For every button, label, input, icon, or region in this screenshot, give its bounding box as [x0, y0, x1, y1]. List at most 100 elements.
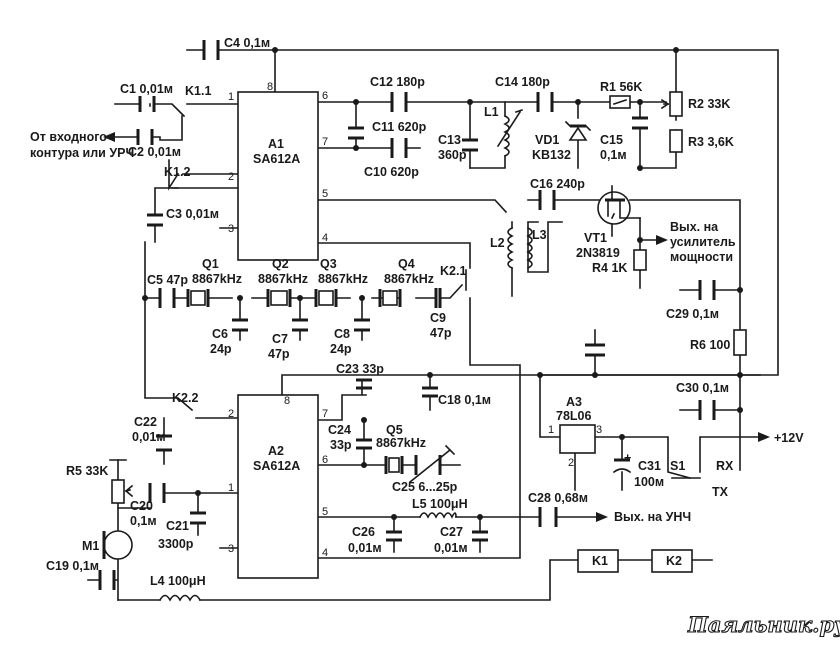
- label-k1: K1: [592, 554, 608, 568]
- label-c31-ref: C31: [638, 459, 661, 473]
- label-c15-ref: C15: [600, 133, 623, 147]
- relay-coils: [577, 549, 693, 573]
- label-c26-val: 0,01м: [348, 541, 382, 555]
- label-q4-ref: Q4: [398, 257, 415, 271]
- capacitor-plates: [98, 40, 716, 590]
- label-c28: C28 0,68м: [528, 491, 588, 505]
- label-q3-val: 8867kHz: [318, 272, 368, 286]
- inductors: [158, 108, 533, 602]
- ic-a2-body: [237, 394, 319, 579]
- label-r4: R4 1K: [592, 261, 627, 275]
- label-c7-val: 47p: [268, 347, 290, 361]
- label-c3: C3 0,01м: [166, 207, 219, 221]
- label-c5: C5 47p: [147, 273, 188, 287]
- label-input-2: контура или УРЧ: [30, 146, 134, 160]
- arrows: [103, 132, 770, 522]
- label-k21: K2.1: [440, 264, 466, 278]
- svg-text:3: 3: [228, 543, 234, 555]
- resistors: [109, 91, 747, 504]
- trimmer-capacitor-c25: [408, 444, 456, 484]
- ic-a1-body: [237, 91, 319, 261]
- label-q2-ref: Q2: [272, 257, 289, 271]
- label-c14: C14 180p: [495, 75, 550, 89]
- label-c2: C2 0,01м: [128, 145, 181, 159]
- label-m1: M1: [82, 539, 99, 553]
- label-out1-3: мощности: [670, 250, 733, 264]
- label-c16: C16 240p: [530, 177, 585, 191]
- svg-text:2: 2: [228, 408, 234, 420]
- svg-text:2: 2: [228, 171, 234, 183]
- label-c9-val: 47p: [430, 326, 452, 340]
- svg-text:3: 3: [596, 424, 602, 436]
- svg-text:5: 5: [322, 506, 328, 518]
- label-k12: K1.2: [164, 165, 190, 179]
- label-c27-ref: C27: [440, 525, 463, 539]
- label-s1: S1: [670, 459, 685, 473]
- label-q4-val: 8867kHz: [384, 272, 434, 286]
- svg-text:1: 1: [228, 91, 234, 103]
- crystals: [186, 289, 404, 474]
- label-c15-val: 0,1м: [600, 148, 627, 162]
- label-l2: L2: [490, 236, 505, 250]
- label-out1-2: усилитель: [670, 235, 736, 249]
- label-c27-val: 0,01м: [434, 541, 468, 555]
- label-c29: C29 0,1м: [666, 307, 719, 321]
- label-c7-ref: C7: [272, 332, 288, 346]
- label-c23: C23 33p: [336, 362, 384, 376]
- microphone-m1: [102, 530, 133, 560]
- label-c6-val: 24p: [210, 342, 232, 356]
- label-c4: C4 0,1м: [224, 36, 270, 50]
- label-c22-ref: C22: [134, 415, 157, 429]
- label-c6-ref: C6: [212, 327, 228, 341]
- label-vt1-part: 2N3819: [576, 246, 620, 260]
- labels: C4 0,1м C1 0,01м K1.1 C2 0,01м От входно…: [30, 36, 840, 638]
- label-c11: C11 620p: [372, 120, 427, 134]
- label-c20-ref: C20: [130, 499, 153, 513]
- a1-part: SA612A: [253, 152, 300, 166]
- label-k2: K2: [666, 554, 682, 568]
- a2-part: SA612A: [253, 459, 300, 473]
- label-c18: C18 0,1м: [438, 393, 491, 407]
- svg-text:4: 4: [322, 232, 328, 244]
- a1-ref: A1: [268, 137, 284, 151]
- ic-a3-body: [559, 424, 596, 454]
- label-vd1: VD1: [535, 133, 559, 147]
- label-c24-ref: C24: [328, 423, 351, 437]
- label-l4: L4 100μH: [150, 574, 206, 588]
- svg-text:4: 4: [322, 547, 328, 559]
- label-c24-val: 33p: [330, 438, 352, 452]
- label-out2: Вых. на УНЧ: [614, 510, 691, 524]
- label-c26-ref: C26: [352, 525, 375, 539]
- a2-ref: A2: [268, 444, 284, 458]
- label-c22-val: 0,01м: [132, 430, 166, 444]
- label-out1-1: Вых. на: [670, 220, 719, 234]
- label-c19: C19 0,1м: [46, 559, 99, 573]
- label-q1-ref: Q1: [202, 257, 219, 271]
- label-vcc: +12V: [774, 431, 804, 445]
- svg-text:5: 5: [322, 188, 328, 200]
- label-r6: R6 100: [690, 338, 730, 352]
- label-s1-rx: RX: [716, 459, 734, 473]
- label-c25: C25 6...25p: [392, 480, 458, 494]
- label-c30: C30 0,1м: [676, 381, 729, 395]
- label-c9-ref: C9: [430, 311, 446, 325]
- label-c21-ref: C21: [166, 519, 189, 533]
- svg-text:8: 8: [284, 395, 290, 407]
- label-k11: K1.1: [185, 84, 211, 98]
- svg-text:2: 2: [568, 457, 574, 469]
- svg-text:7: 7: [322, 136, 328, 148]
- junction-dots: [142, 47, 743, 520]
- label-l1: L1: [484, 105, 499, 119]
- label-c8-val: 24p: [330, 342, 352, 356]
- watermark: Паяльник.ру: [687, 612, 840, 637]
- label-k22: K2.2: [172, 391, 198, 405]
- label-a3-ref: A3: [566, 395, 582, 409]
- label-q1-val: 8867kHz: [192, 272, 242, 286]
- varicap-vd1: [564, 120, 592, 141]
- label-q3-ref: Q3: [320, 257, 337, 271]
- transistor-vt1: [597, 185, 641, 225]
- svg-text:1: 1: [548, 424, 554, 436]
- label-c12: C12 180p: [370, 75, 425, 89]
- label-c13-ref: C13: [438, 133, 461, 147]
